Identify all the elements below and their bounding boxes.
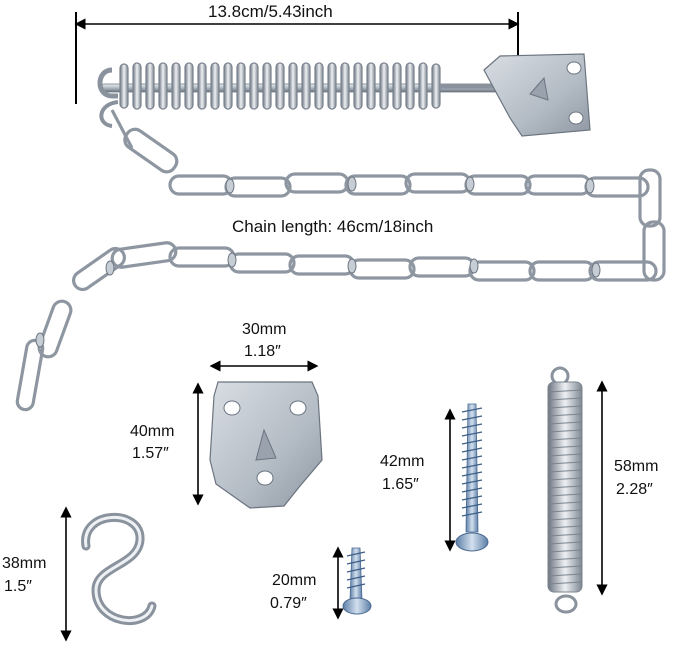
s-hook-icon [60, 506, 157, 642]
long-screw-mm-label: 42mm [380, 453, 425, 470]
top-width-label: 13.8cm/5.43inch [208, 2, 333, 21]
s-hook-in-label: 1.5″ [4, 578, 32, 595]
long-screw-in-label: 1.65″ [382, 476, 419, 493]
short-screw-mm-label: 20mm [272, 572, 317, 589]
short-screw-icon [332, 546, 372, 620]
s-hook-mm-label: 38mm [2, 555, 47, 572]
spring-mm-label: 58mm [614, 458, 659, 475]
bracket-height-mm-label: 40mm [130, 423, 175, 440]
bracket-width-mm-label: 30mm [242, 321, 287, 338]
door-chain-assembly-icon [15, 53, 666, 412]
mounting-bracket-icon [192, 360, 323, 509]
bracket-height-in-label: 1.57″ [132, 445, 169, 462]
extension-spring-icon [547, 366, 608, 614]
bracket-width-in-label: 1.18″ [244, 343, 281, 360]
long-screw-icon [444, 403, 489, 552]
short-screw-in-label: 0.79″ [270, 595, 307, 612]
chain-length-label: Chain length: 46cm/18inch [232, 217, 434, 236]
spring-in-label: 2.28″ [616, 481, 653, 498]
